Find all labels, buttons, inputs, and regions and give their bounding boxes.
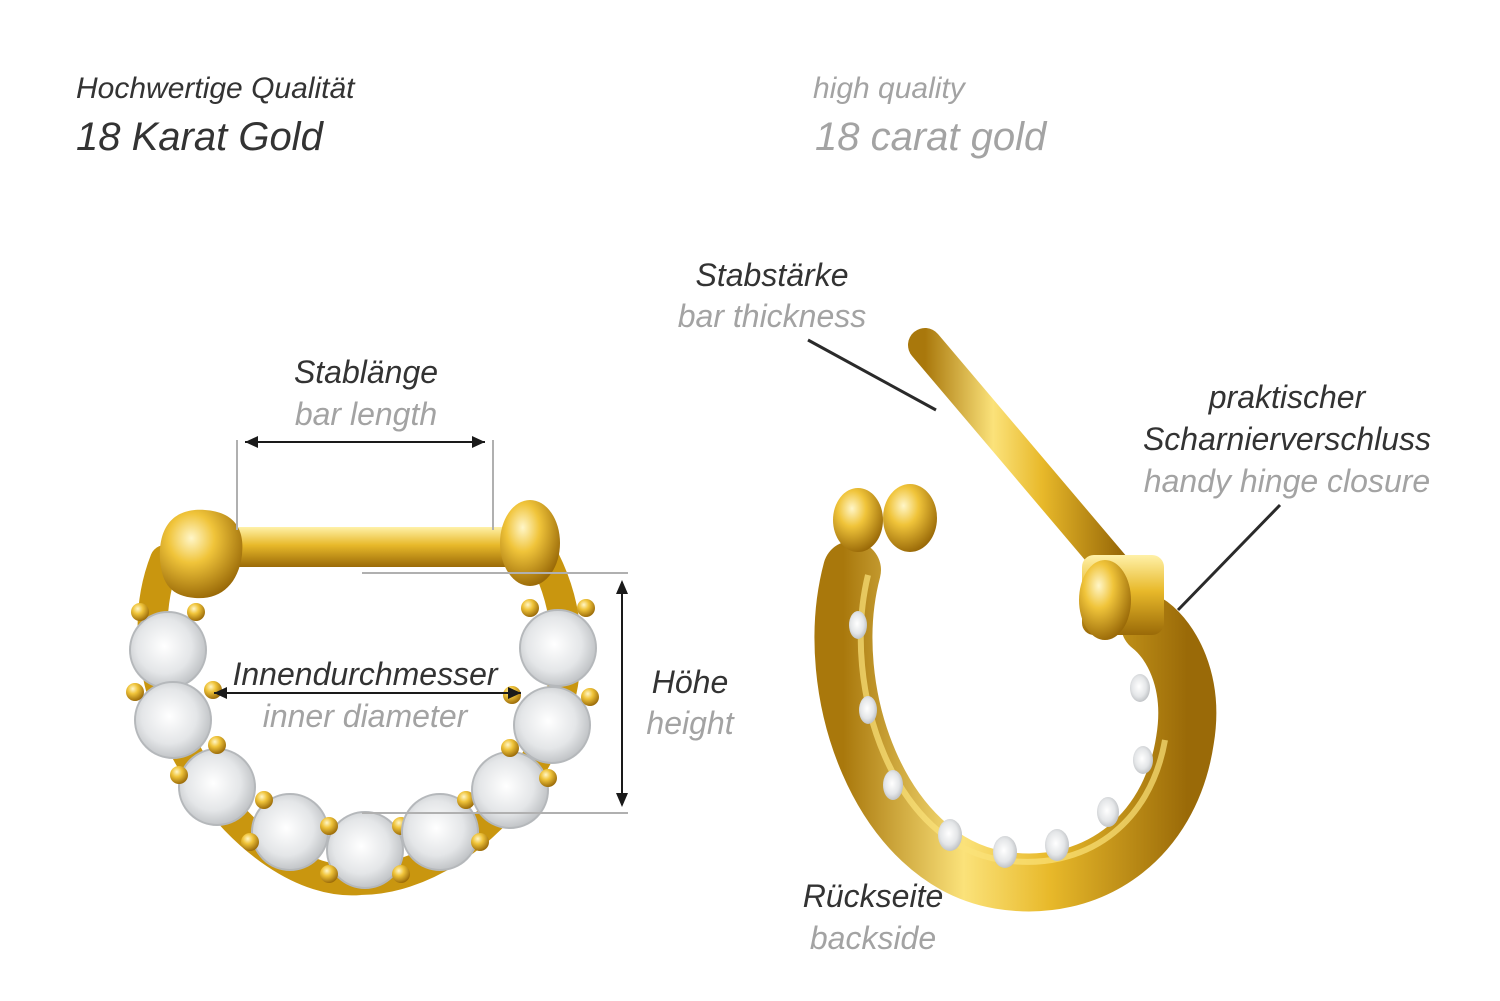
hinge-label-en: handy hinge closure (1143, 463, 1431, 499)
bar-thickness-label-en: bar thickness (677, 298, 867, 334)
front-bar (215, 527, 525, 567)
bar-length-label-en: bar length (294, 396, 438, 432)
height-label-en: height (646, 705, 734, 741)
dimension-guides (214, 436, 628, 814)
quality-label-en: high quality (813, 72, 965, 105)
bar-thickness-leader (807, 338, 937, 412)
hinge-label-de-line2: Scharnierverschluss (1142, 421, 1432, 457)
front-view-clicker (126, 500, 599, 896)
inner-diameter-label-de: Innendurchmesser (232, 656, 498, 692)
front-left-cap (159, 509, 243, 599)
side-cap-2 (883, 484, 937, 552)
gold-label-de: 18 Karat Gold (76, 115, 323, 159)
side-ring-frame (814, 541, 1217, 912)
height-label-de: Höhe (651, 664, 729, 700)
quality-label-de: Hochwertige Qualität (76, 72, 355, 105)
hinge-label-de-line1: praktischer (1208, 379, 1366, 415)
side-bar (908, 328, 1137, 592)
side-gems (849, 611, 1153, 868)
side-cap-1 (833, 488, 883, 552)
hinge-leader (1176, 503, 1282, 612)
front-right-cap (500, 500, 560, 586)
backside-label-de: Rückseite (802, 878, 944, 914)
side-view-clicker (814, 328, 1217, 912)
inner-diameter-label-en: inner diameter (262, 698, 468, 734)
backside-label-en: backside (809, 920, 937, 956)
bar-thickness-label-de: Stabstärke (695, 257, 849, 293)
gold-label-en: 18 carat gold (815, 115, 1047, 159)
front-gems (126, 599, 599, 889)
bar-length-label-de: Stablänge (293, 354, 439, 390)
